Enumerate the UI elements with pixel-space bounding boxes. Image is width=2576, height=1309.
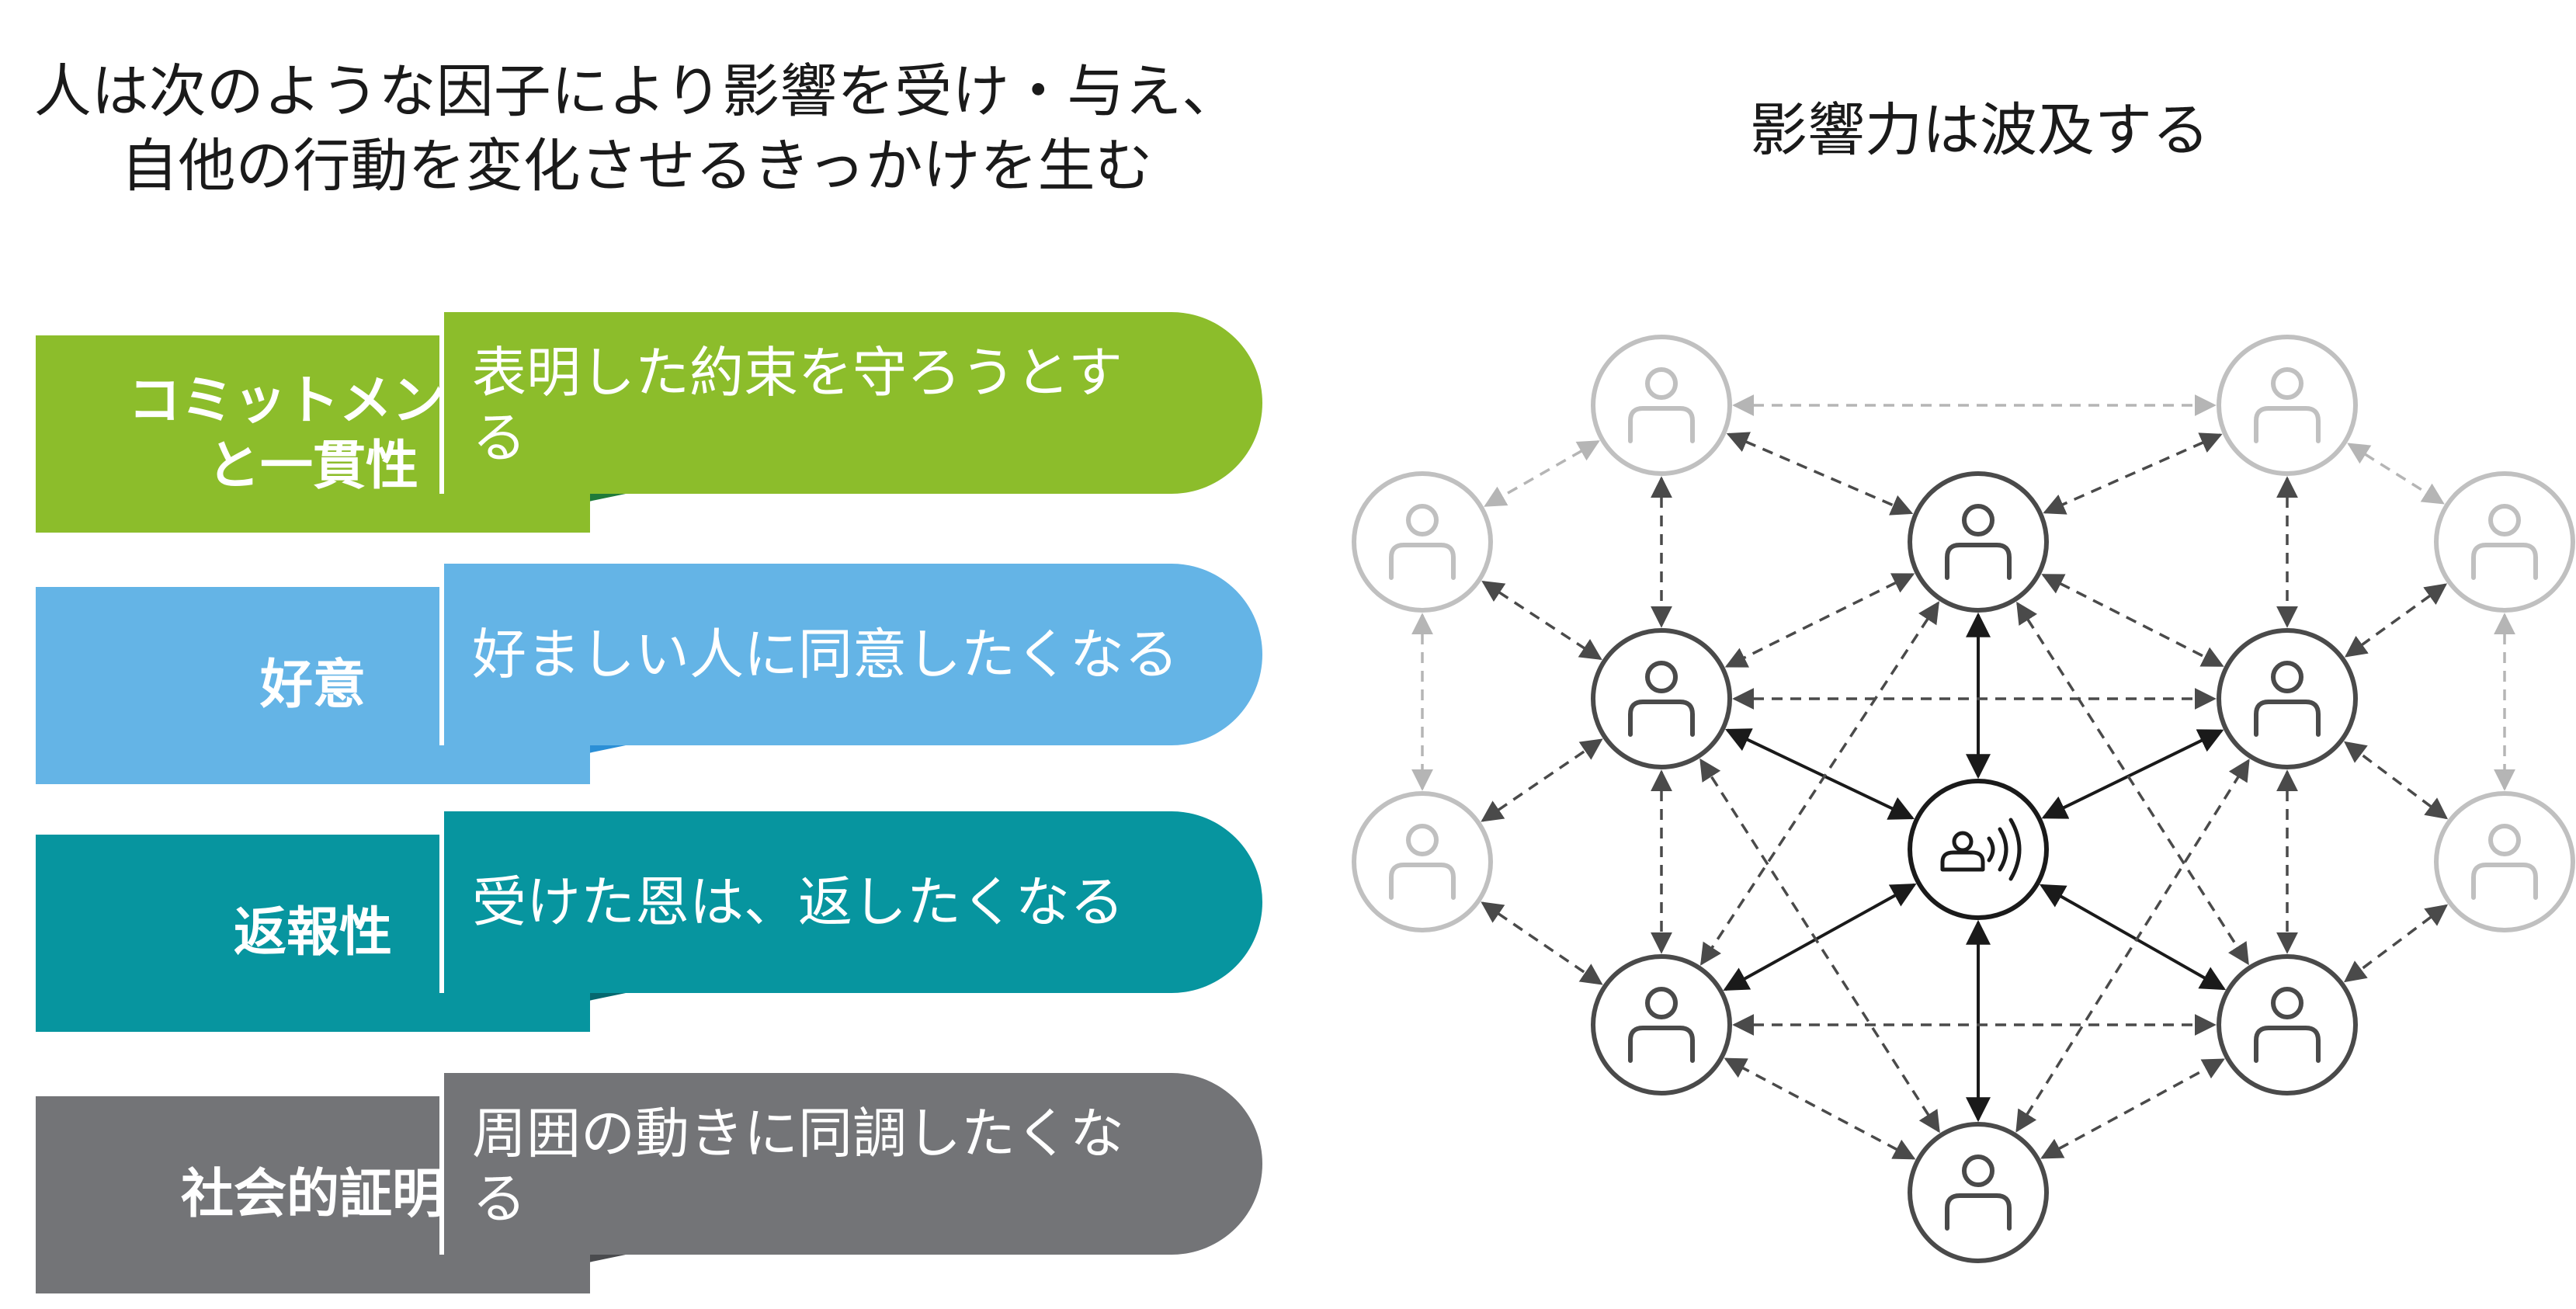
influence-edge — [1724, 573, 1915, 668]
factor-description: 表明した約束を守ろうとす る — [439, 312, 1262, 494]
right-title: 影響力は波及する — [1750, 97, 2210, 164]
influence-edge — [1481, 738, 1603, 822]
factor-label-line1: 好意 — [259, 654, 366, 716]
inner-person-node — [2217, 954, 2358, 1095]
person-icon — [1945, 504, 2012, 580]
person-icon — [2471, 824, 2538, 900]
factor-desc-line2: る — [472, 406, 526, 470]
influence-edge — [1481, 581, 1602, 660]
network-nodes — [1352, 335, 2575, 1263]
influence-edge — [2016, 601, 2249, 966]
direct-influence-edge — [2041, 729, 2224, 819]
factor-desc-line1: 受けた恩は、返したくなる — [472, 870, 1124, 934]
inner-person-node — [1908, 1122, 2049, 1263]
influence-edge — [1726, 432, 1914, 516]
inner-person-node — [1908, 471, 2049, 613]
peripheral-influence-edge — [1484, 440, 1600, 507]
person-icon — [2254, 661, 2321, 737]
outer-person-node — [2434, 791, 2575, 932]
influence-network-diagram — [1352, 335, 2575, 1263]
outer-person-node — [2434, 471, 2575, 613]
influence-edge — [2043, 432, 2223, 515]
factor-row-social-proof: 社会的証明 周囲の動きに同調したくな る — [36, 1073, 1262, 1293]
influence-edge — [2041, 573, 2224, 668]
influence-edge — [2015, 759, 2250, 1133]
outer-person-node — [1352, 471, 1493, 613]
inner-person-node — [1591, 954, 1732, 1095]
inner-person-node — [2217, 628, 2358, 769]
influence-edge — [2040, 1058, 2225, 1159]
influence-edge — [2344, 583, 2448, 658]
factor-row-reciprocity: 返報性 受けた恩は、返したくなる — [36, 811, 1262, 1032]
network-edges — [1411, 394, 2515, 1160]
person-icon — [1389, 504, 1456, 580]
factor-label-line2: と一貫性 — [207, 436, 418, 497]
person-icon — [1628, 987, 1695, 1063]
inner-person-node — [1591, 628, 1732, 769]
factor-label-line1: コミットメント — [127, 370, 498, 432]
direct-influence-edge — [1723, 883, 1917, 991]
factor-description: 好ましい人に同意したくなる — [439, 564, 1262, 745]
peripheral-influence-edge — [2347, 443, 2445, 505]
left-title: 人は次のような因子により影響を受け・与え、 自他の行動を変化させるきっかけを生む — [31, 54, 1242, 203]
factor-description: 周囲の動きに同調したくな る — [439, 1073, 1262, 1255]
influence-edge — [1724, 1057, 1916, 1160]
outer-person-node — [1352, 791, 1493, 932]
influence-edge — [1700, 601, 1939, 966]
left-title-line1: 人は次のような因子により影響を受け・与え、 — [33, 58, 1240, 125]
outer-person-node — [2217, 335, 2358, 476]
factor-desc-line2: る — [472, 1167, 526, 1231]
direct-influence-edge — [1725, 728, 1915, 820]
factor-row-liking: 好意 好ましい人に同意したくなる — [36, 564, 1262, 784]
direct-influence-edge — [2039, 884, 2227, 991]
factor-label-line1: 返報性 — [233, 902, 392, 964]
person-icon — [2471, 504, 2538, 580]
influence-edge — [2343, 904, 2449, 983]
factor-desc-line1: 表明した約束を守ろうとす — [472, 341, 1123, 405]
outer-person-node — [1591, 335, 1732, 476]
person-icon — [1945, 1154, 2012, 1231]
influencer-node — [1908, 779, 2049, 920]
left-title-line2: 自他の行動を変化させるきっかけを生む — [120, 133, 1153, 200]
person-icon — [2254, 367, 2321, 443]
factor-row-commitment: コミットメント と一貫性 表明した約束を守ろうとす る — [36, 312, 1262, 533]
influence-edge — [2343, 741, 2449, 820]
person-broadcast-icon — [1940, 818, 2022, 881]
factor-desc-line1: 好ましい人に同意したくなる — [472, 623, 1179, 686]
factor-desc-line1: 周囲の動きに同調したくな — [472, 1102, 1124, 1165]
factor-description: 受けた恩は、返したくなる — [439, 811, 1262, 993]
influence-edge — [1699, 758, 1940, 1134]
influence-edge — [1481, 901, 1603, 985]
person-icon — [1389, 824, 1456, 900]
factor-label-line1: 社会的証明 — [180, 1164, 445, 1225]
person-icon — [2254, 987, 2321, 1063]
person-icon — [1628, 661, 1695, 737]
person-icon — [1628, 367, 1695, 443]
